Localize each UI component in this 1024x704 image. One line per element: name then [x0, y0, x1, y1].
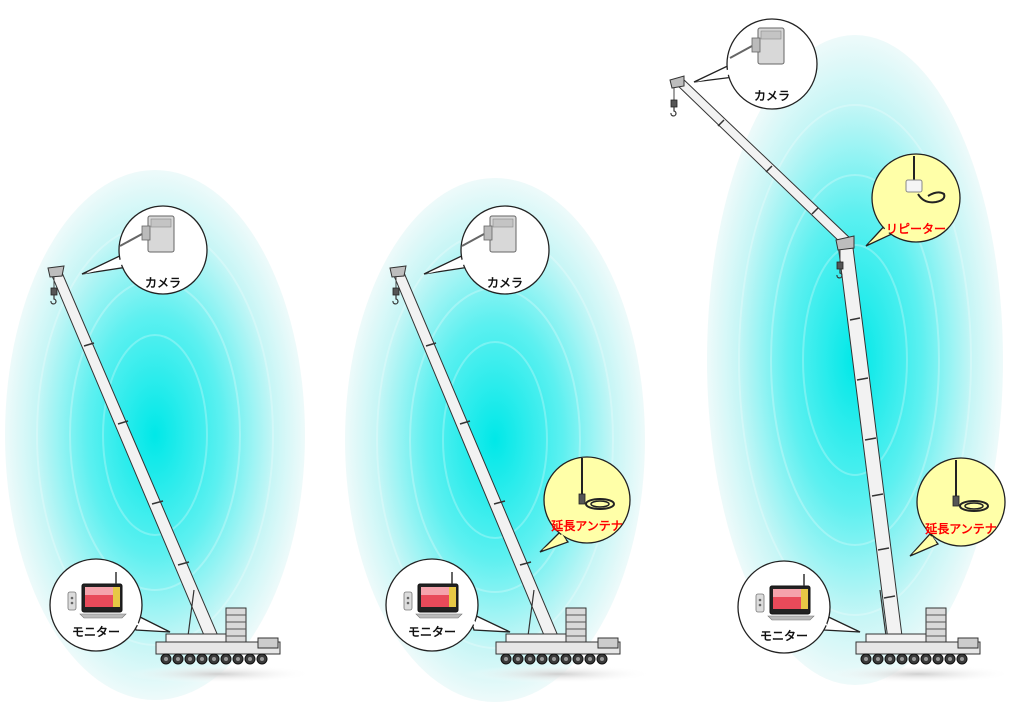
camera-label: カメラ [145, 276, 181, 290]
monitor-label: モニター [760, 629, 808, 643]
crane [669, 75, 1014, 684]
scenario-camera-repeater-antenna-monitor: カメラ リピーター 延長アンテナ モニター [669, 18, 1014, 685]
monitor-label: モニター [408, 625, 456, 639]
monitor-callout: モニター [49, 558, 171, 652]
scenario-camera-monitor: カメラ モニター [5, 170, 314, 700]
antenna-label: 延長アンテナ [924, 521, 997, 536]
scenario-camera-antenna-monitor: カメラ 延長アンテナ モニター [345, 178, 654, 702]
repeater-label: リピーター [886, 222, 946, 236]
camera-label: カメラ [487, 276, 523, 290]
monitor-callout: モニター [737, 560, 861, 654]
antenna-label: 延長アンテナ [550, 518, 623, 533]
crane [47, 265, 314, 684]
repeater-callout: リピーター [865, 153, 961, 247]
monitor-label: モニター [72, 625, 120, 639]
antenna-callout: 延長アンテナ [909, 457, 1006, 557]
crane [389, 265, 654, 684]
monitor-callout: モニター [385, 558, 511, 652]
antenna-callout: 延長アンテナ [539, 456, 631, 553]
camera-label: カメラ [754, 89, 790, 103]
camera-callout: カメラ [693, 18, 818, 110]
camera-callout: カメラ [423, 205, 550, 295]
camera-callout: カメラ [81, 205, 208, 295]
